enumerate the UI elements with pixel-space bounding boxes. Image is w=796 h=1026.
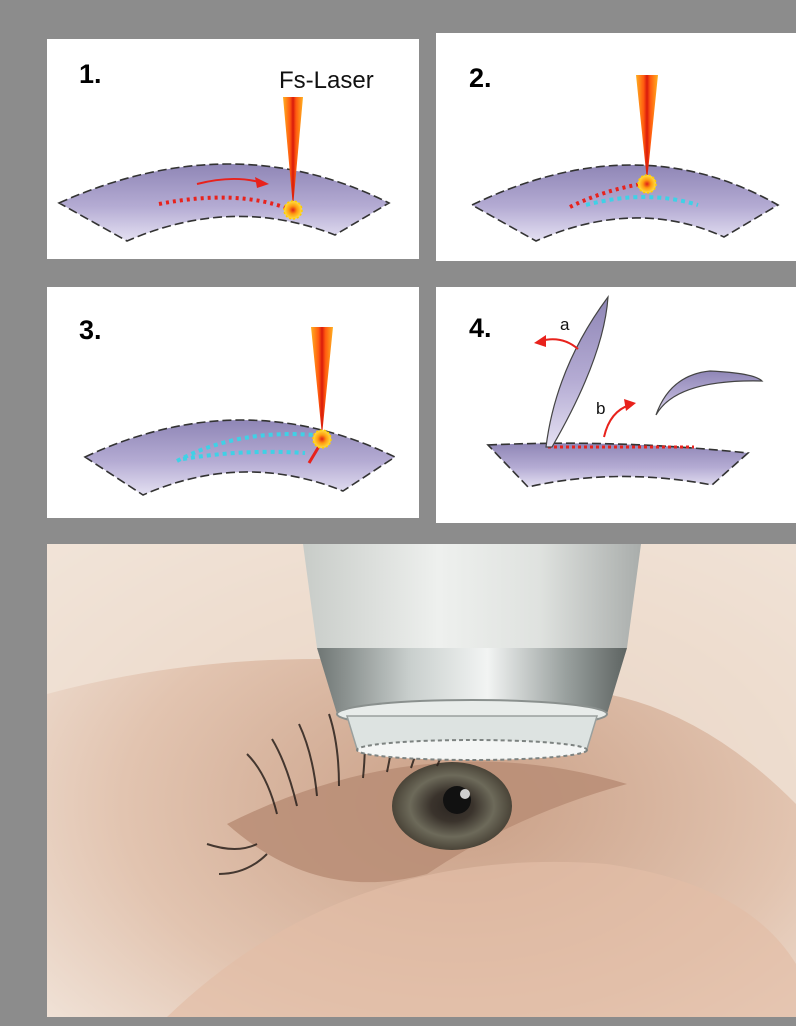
cornea-segment — [85, 420, 395, 495]
eye-highlight — [460, 789, 470, 799]
arrow-a-head — [534, 335, 546, 347]
step-1-panel: 1. Fs-Laser — [47, 39, 419, 259]
step-1-number: 1. — [79, 59, 102, 90]
step-2-number: 2. — [469, 63, 492, 94]
cornea-segment — [472, 165, 778, 241]
laser-device-icon — [303, 544, 641, 760]
cornea-base — [488, 443, 748, 487]
step-4-panel: 4. a b — [436, 287, 796, 523]
lenticule-icon — [656, 371, 762, 415]
focal-spot-icon — [284, 201, 302, 219]
step-3-panel: 3. — [47, 287, 419, 518]
flap-icon — [546, 297, 608, 447]
label-a: a — [560, 315, 569, 335]
step-4-number: 4. — [469, 313, 492, 344]
step-2-panel: 2. — [436, 33, 796, 261]
step-3-number: 3. — [79, 315, 102, 346]
eye-photo — [47, 544, 796, 1017]
arrow-b-head — [624, 399, 636, 411]
focal-spot-icon — [313, 430, 331, 448]
cornea-segment — [59, 164, 389, 241]
focal-spot-icon — [638, 175, 656, 193]
laser-label: Fs-Laser — [279, 67, 374, 95]
laser-beam-icon — [311, 327, 333, 435]
label-b: b — [596, 399, 605, 419]
